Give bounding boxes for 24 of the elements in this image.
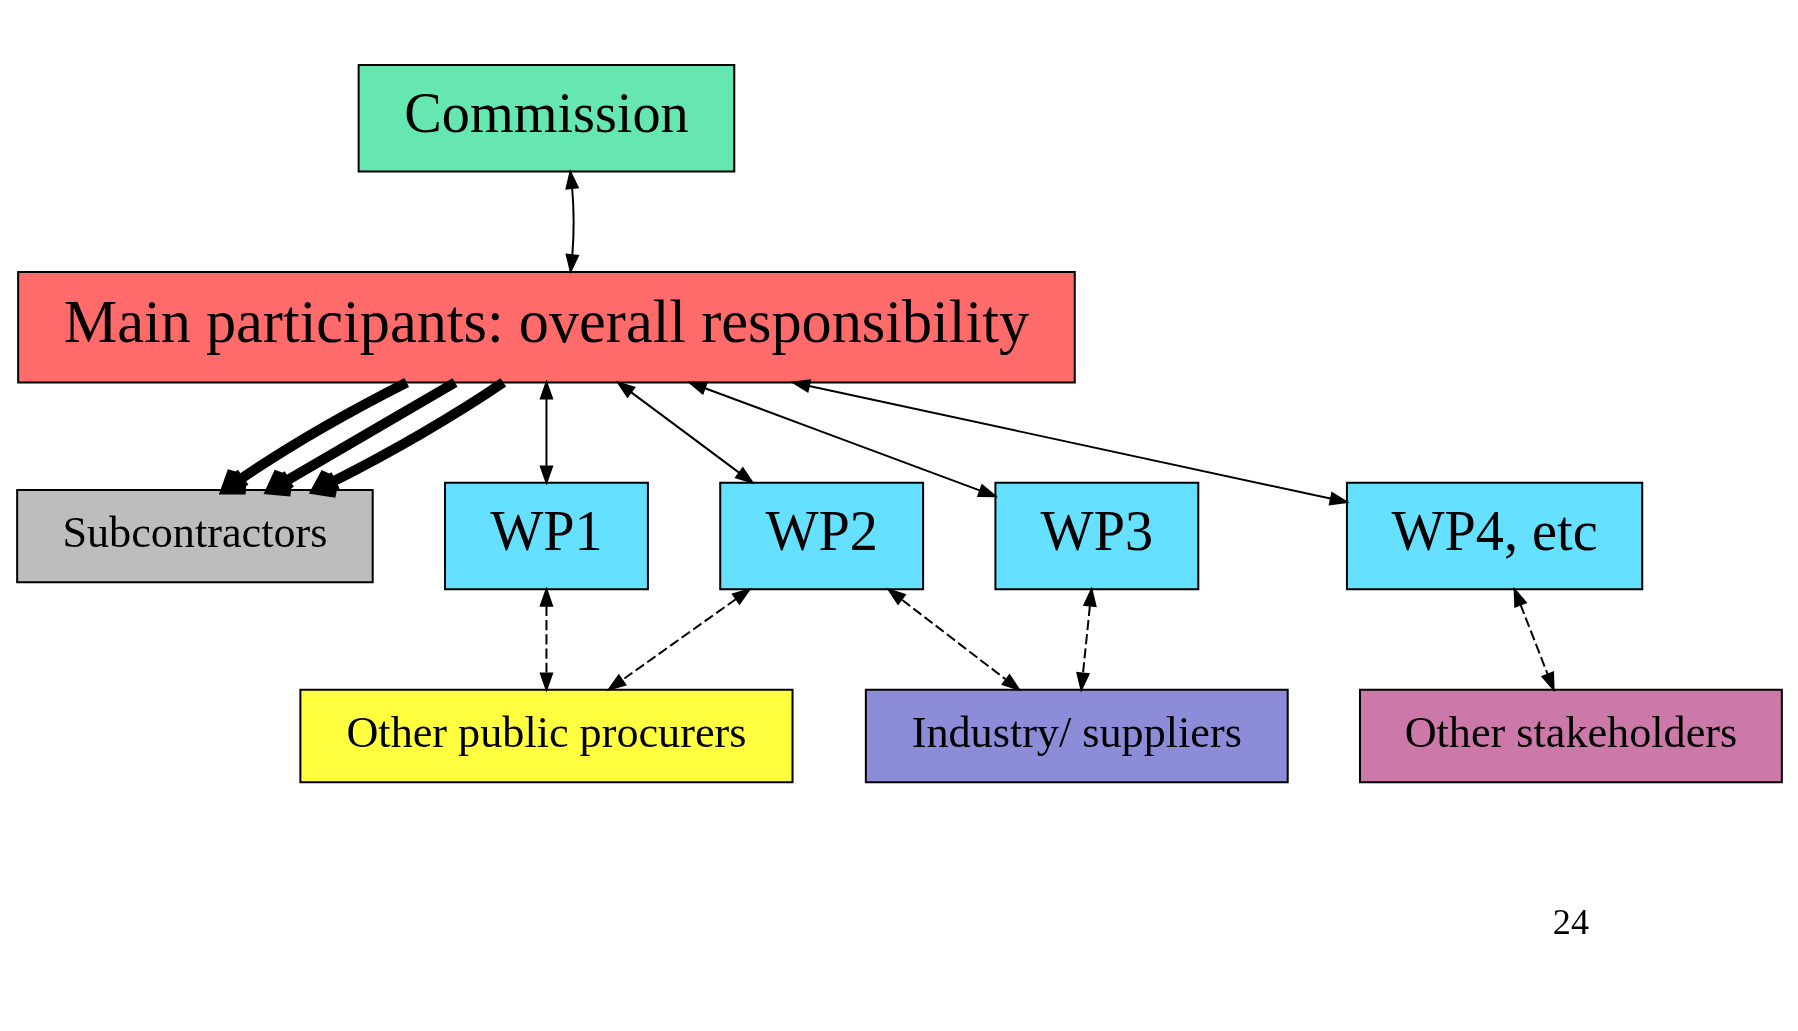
arrow: [615, 380, 755, 484]
label: 24: [1552, 901, 1589, 942]
arrow: [220, 377, 409, 494]
arrow: [311, 377, 506, 498]
arrow: [538, 586, 553, 693]
arrow: [605, 587, 752, 691]
node-box: Other public procurers: [298, 688, 794, 783]
arrow: [1513, 586, 1555, 692]
node-box: Commission: [357, 63, 735, 172]
arrow: [564, 168, 579, 274]
node-box: WP3: [993, 481, 1199, 590]
node-box: Main participants: overall responsibility: [16, 270, 1076, 383]
arrow: [265, 377, 458, 496]
node-box: Industry/ suppliers: [864, 688, 1289, 783]
node-box: WP2: [718, 481, 924, 590]
arrow: [789, 378, 1350, 505]
node-box: Other stakeholders: [1358, 688, 1783, 783]
node-box: WP1: [443, 481, 649, 590]
arrow: [686, 380, 998, 497]
arrow: [1075, 586, 1097, 692]
arrow: [885, 587, 1021, 691]
node-box: WP4, etc: [1345, 481, 1643, 590]
node-box: Subcontractors: [15, 488, 374, 583]
arrow: [538, 378, 553, 485]
